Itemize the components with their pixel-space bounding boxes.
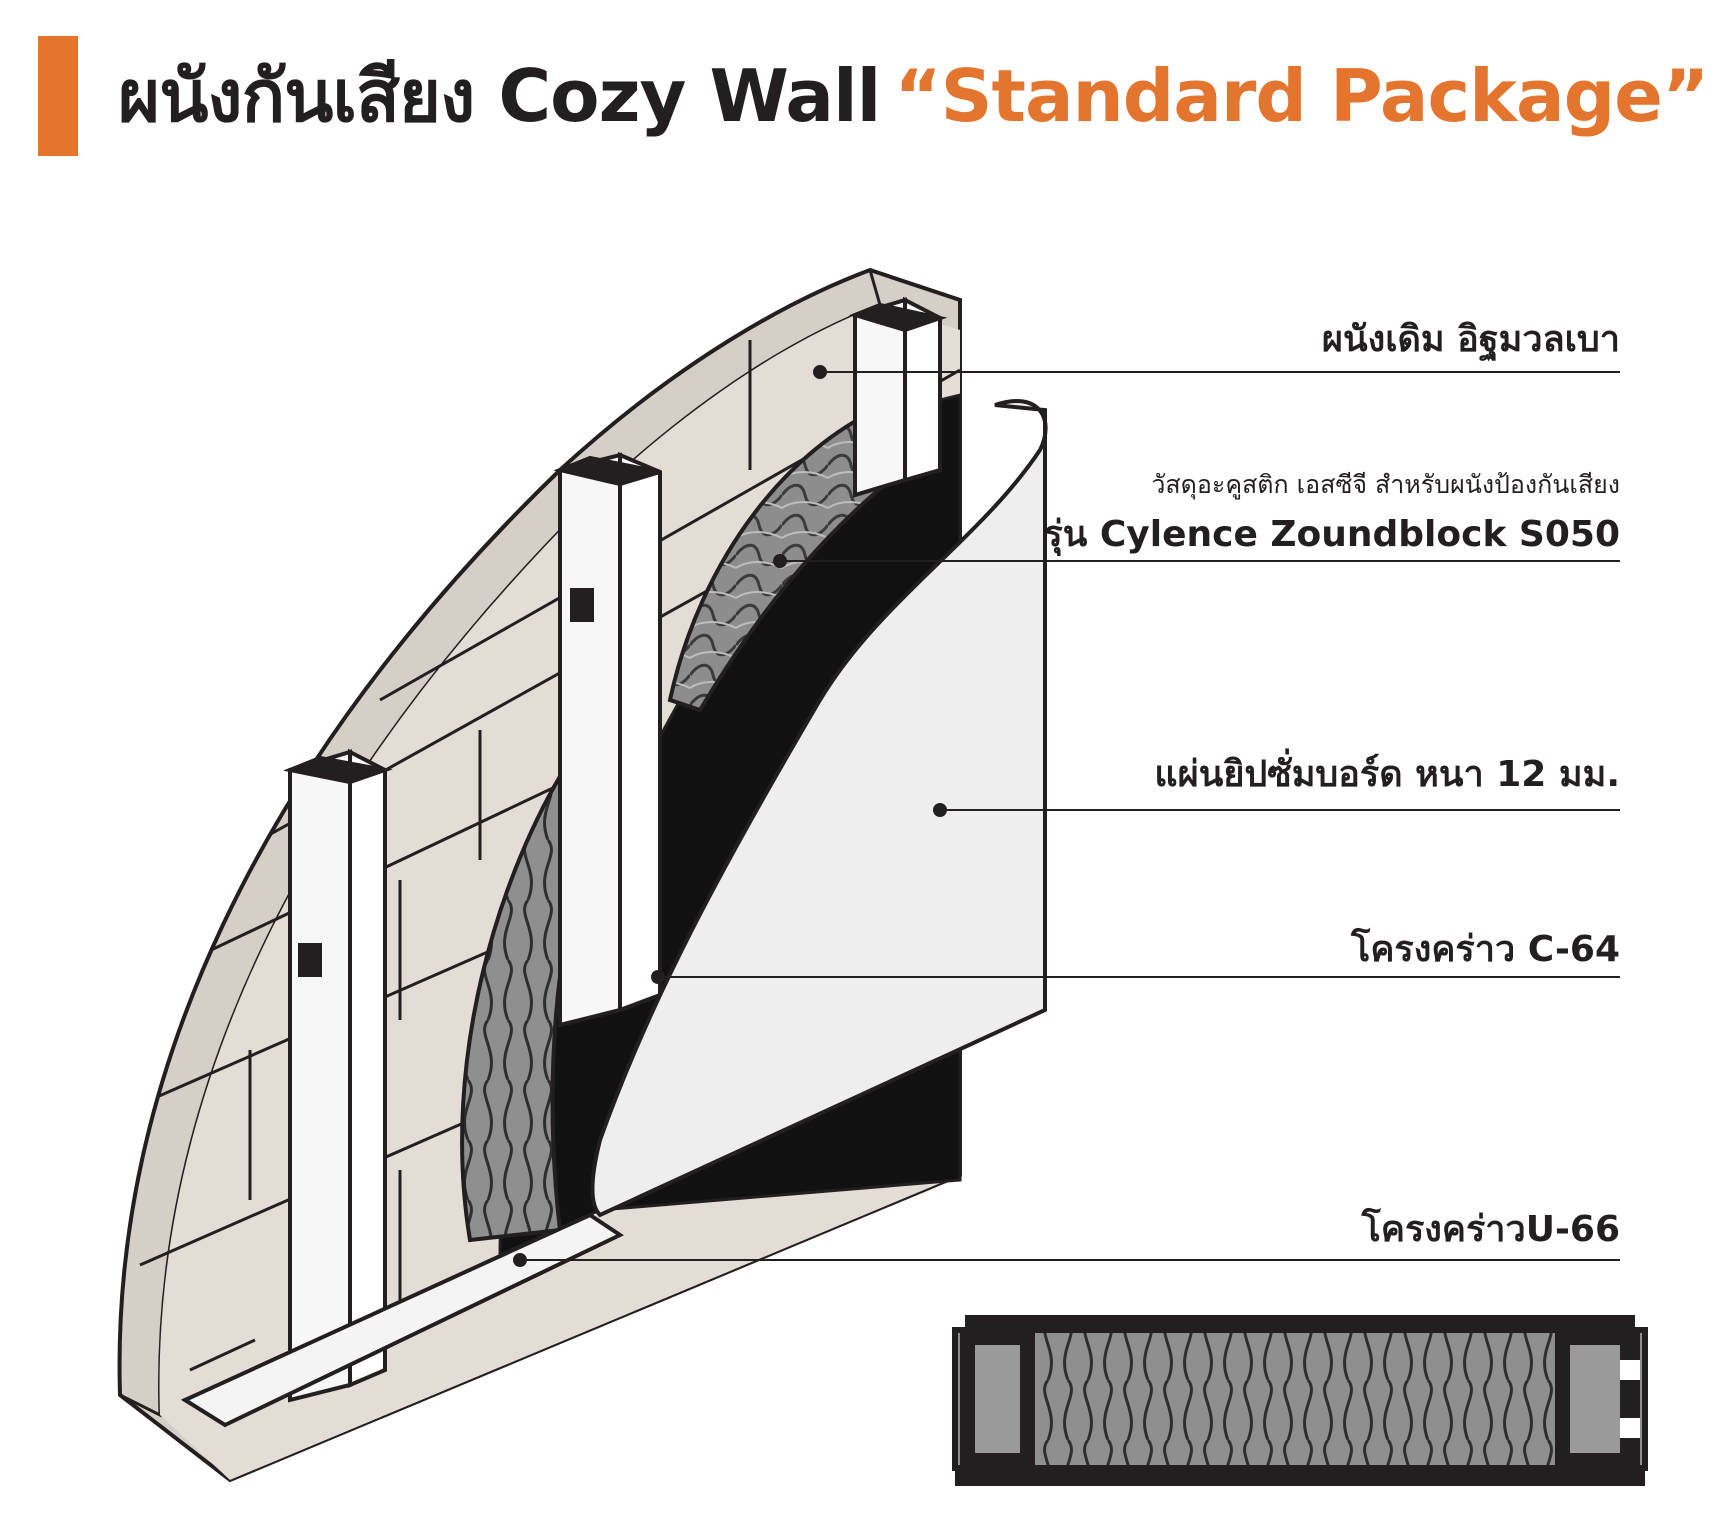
cross-section-detail [952,1315,1648,1486]
label-acoustic-subtext: วัสดุอะคูสติก เอสซีจี สำหรับผนังป้องกันเ… [1151,470,1620,499]
label-existing-wall: ผนังเดิม อิฐมวลเบา [1321,319,1620,360]
title-accent-bar [38,36,78,156]
label-gypsum-board: แผ่นยิปซั่มบอร์ด หนา 12 มม. [1154,754,1620,795]
leader-lines [513,365,1620,1267]
page-title: ผนังกันเสียง Cozy Wall“Standard Package” [118,36,1709,156]
u-frame-track [180,1212,625,1428]
label-u-frame: โครงคร่าวU-66 [1361,1209,1620,1250]
title-main: ผนังกันเสียง Cozy Wall [118,54,881,138]
gypsum-board-layer [590,399,1048,1218]
label-acoustic-material: รุ่น Cylence Zoundblock S050 [1043,514,1620,555]
label-c-frame: โครงคร่าว C-64 [1351,929,1620,970]
title-highlight: “Standard Package” [894,54,1709,138]
